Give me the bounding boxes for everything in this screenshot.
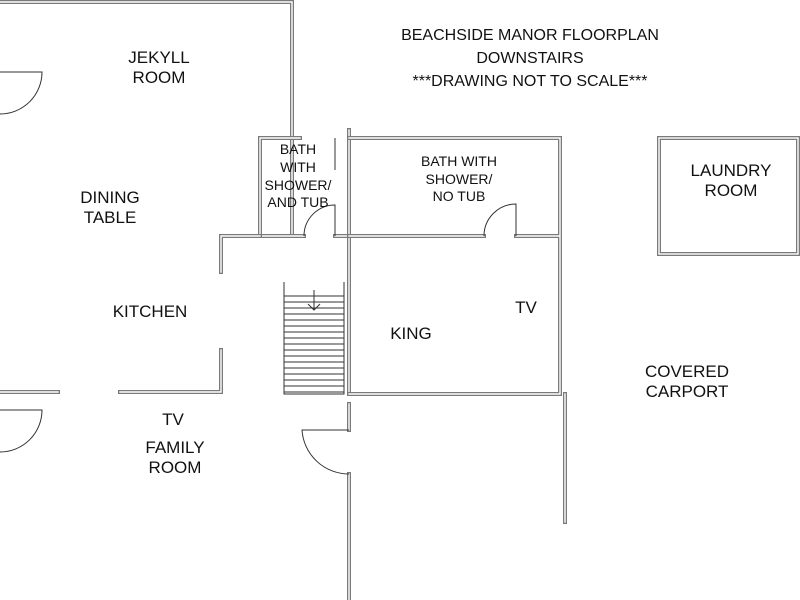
- king-room-label: KING: [390, 324, 432, 343]
- bath-no-tub-label: BATH WITH SHOWER/ NO TUB: [421, 153, 497, 204]
- door-family-left: [0, 409, 43, 453]
- covered-carport-label: COVERED CARPORT: [644, 362, 730, 402]
- door-jekyll: [0, 71, 43, 115]
- door-bath-tub: [303, 138, 336, 237]
- door-family-right: [301, 429, 350, 475]
- plan-title-line-3: ***DRAWING NOT TO SCALE***: [412, 73, 648, 90]
- jekyll-room-label: JEKYLL ROOM: [128, 48, 190, 88]
- dining-table-label: DINING TABLE: [80, 188, 140, 228]
- plan-title-line-2: DOWNSTAIRS: [476, 50, 584, 67]
- laundry-room-label: LAUNDRY ROOM: [690, 161, 772, 201]
- stairs: [283, 282, 345, 395]
- kitchen-label: KITCHEN: [112, 302, 188, 321]
- family-tv-label: TV: [162, 410, 184, 429]
- door-bath-no-tub: [483, 203, 517, 237]
- doors: [0, 71, 517, 475]
- plan-title-line-1: BEACHSIDE MANOR FLOORPLAN: [401, 27, 659, 44]
- family-room-label: FAMILY ROOM: [145, 438, 205, 478]
- king-tv-label: TV: [515, 298, 537, 317]
- bath-with-tub-label: BATH WITH SHOWER/ AND TUB: [264, 141, 332, 211]
